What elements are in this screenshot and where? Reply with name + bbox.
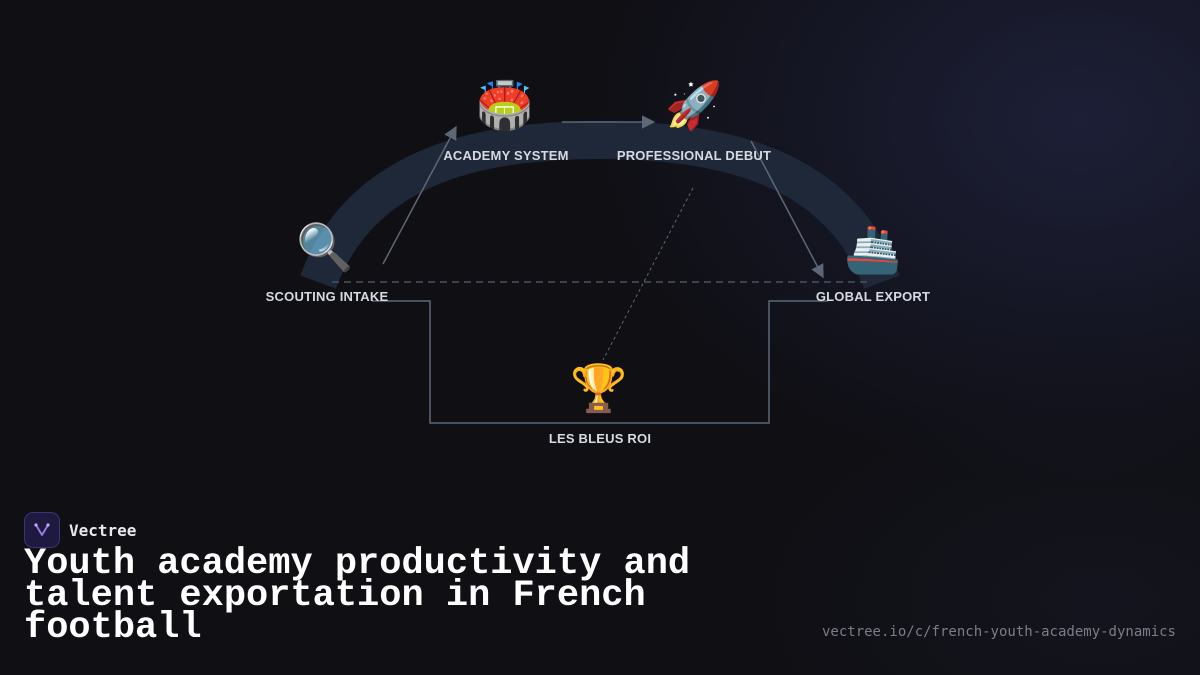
node-label-debut: PROFESSIONAL DEBUT bbox=[616, 148, 772, 163]
roi-bracket bbox=[372, 300, 828, 424]
node-label-roi: LES BLEUS ROI bbox=[548, 431, 652, 446]
brand-name: Vectree bbox=[69, 520, 137, 540]
node-label-academy: ACADEMY SYSTEM bbox=[443, 148, 569, 163]
trophy-icon: 🏆 bbox=[570, 361, 628, 415]
vectree-logo-icon bbox=[24, 512, 60, 548]
node-label-scouting: SCOUTING INTAKE bbox=[265, 289, 389, 304]
rocket-icon: 🚀 bbox=[665, 78, 723, 132]
dotted-debut-to-roi bbox=[602, 187, 694, 361]
pipeline-arc bbox=[300, 120, 900, 290]
ship-icon: 🚢 bbox=[844, 222, 902, 276]
magnifying-glass-icon: 🔍 bbox=[296, 220, 354, 274]
arrow-scouting-to-academy bbox=[382, 125, 457, 265]
page-title: Youth academy productivity and talent ex… bbox=[24, 543, 691, 649]
stadium-icon: 🏟️ bbox=[476, 78, 534, 132]
node-label-export: GLOBAL EXPORT bbox=[815, 289, 931, 304]
arrow-debut-to-export bbox=[750, 140, 824, 279]
source-url: vectree.io/c/french-youth-academy-dynami… bbox=[821, 624, 1176, 640]
brand: Vectree bbox=[24, 512, 136, 548]
